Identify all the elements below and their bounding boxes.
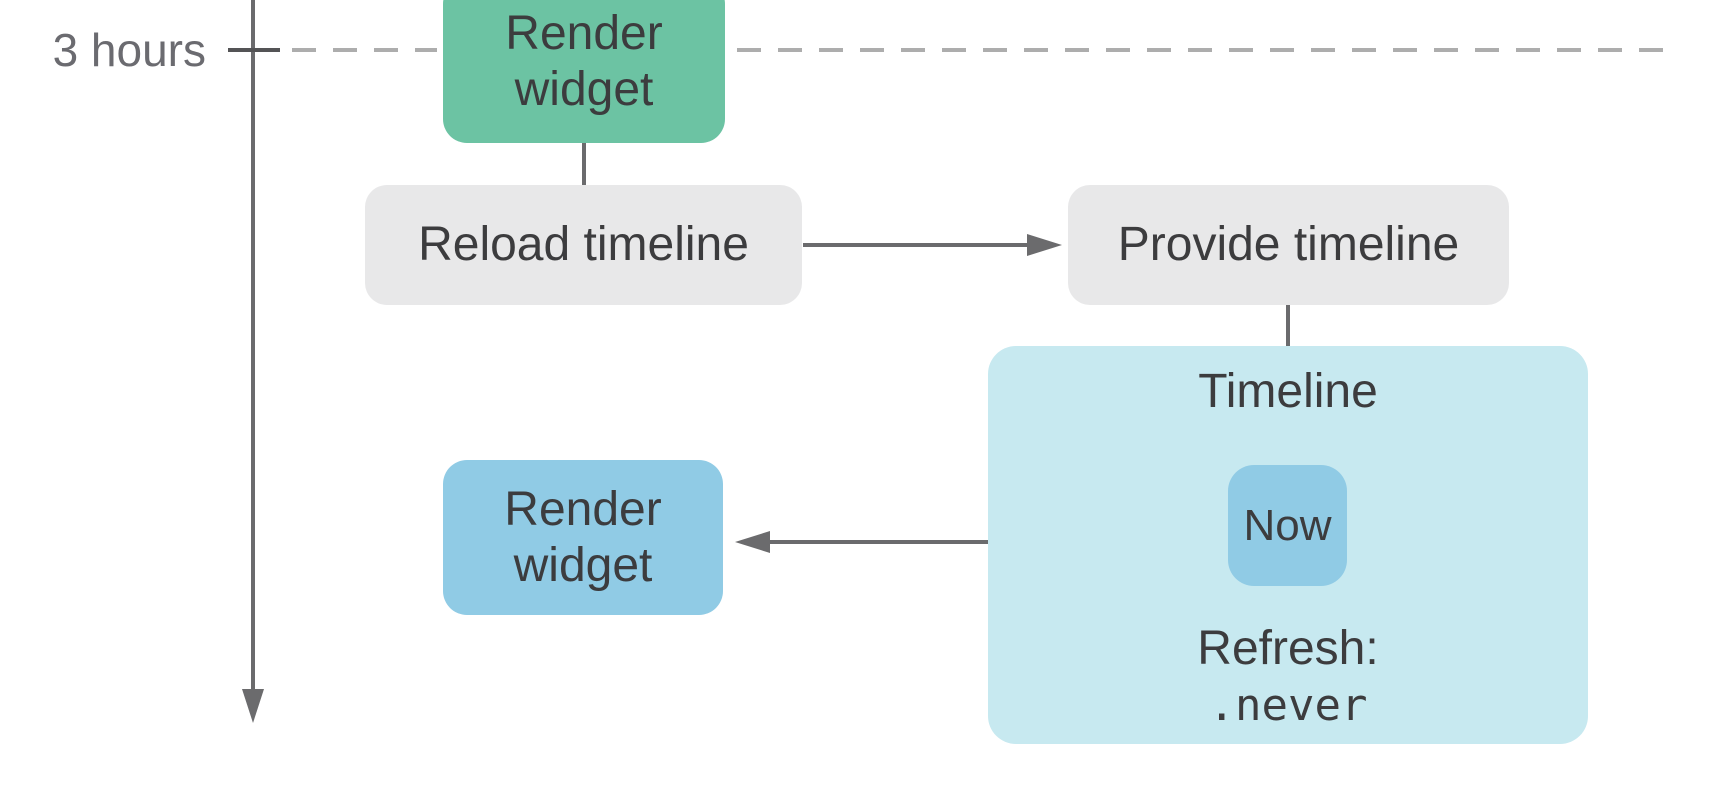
arrow-timeline-to-render xyxy=(768,540,988,544)
node-label: Render widget xyxy=(505,6,663,116)
arrow-reload-to-provide xyxy=(803,243,1029,247)
connector-provide-to-timeline xyxy=(1286,305,1290,347)
axis-tick-mark xyxy=(228,48,280,52)
left-arrowhead-icon xyxy=(735,531,770,553)
node-reload-timeline: Reload timeline xyxy=(365,185,802,305)
node-render-widget-new: Render widget xyxy=(443,460,723,615)
node-timeline-entry-now: Now xyxy=(1228,465,1347,586)
connector-render-to-reload xyxy=(582,143,586,186)
right-arrowhead-icon xyxy=(1027,234,1062,256)
node-render-widget-past: Render widget xyxy=(443,0,725,143)
three-hour-dashed-line-left xyxy=(292,48,437,52)
node-label: Now xyxy=(1243,500,1332,550)
down-arrowhead-icon xyxy=(242,689,264,723)
timeline-title: Timeline xyxy=(1198,365,1378,418)
timeline-refresh-label: Refresh: xyxy=(1197,622,1379,675)
timeline-refresh-policy: .never xyxy=(1208,680,1368,731)
axis-tick-label: 3 hours xyxy=(52,24,206,76)
node-label: Render widget xyxy=(504,482,662,592)
three-hour-dashed-line-right xyxy=(737,48,1674,52)
node-label: Provide timeline xyxy=(1117,218,1460,271)
node-provide-timeline: Provide timeline xyxy=(1068,185,1509,305)
node-timeline: Timeline Now Refresh: .never xyxy=(988,346,1588,744)
node-label: Reload timeline xyxy=(418,218,749,271)
time-axis-line xyxy=(251,0,255,690)
